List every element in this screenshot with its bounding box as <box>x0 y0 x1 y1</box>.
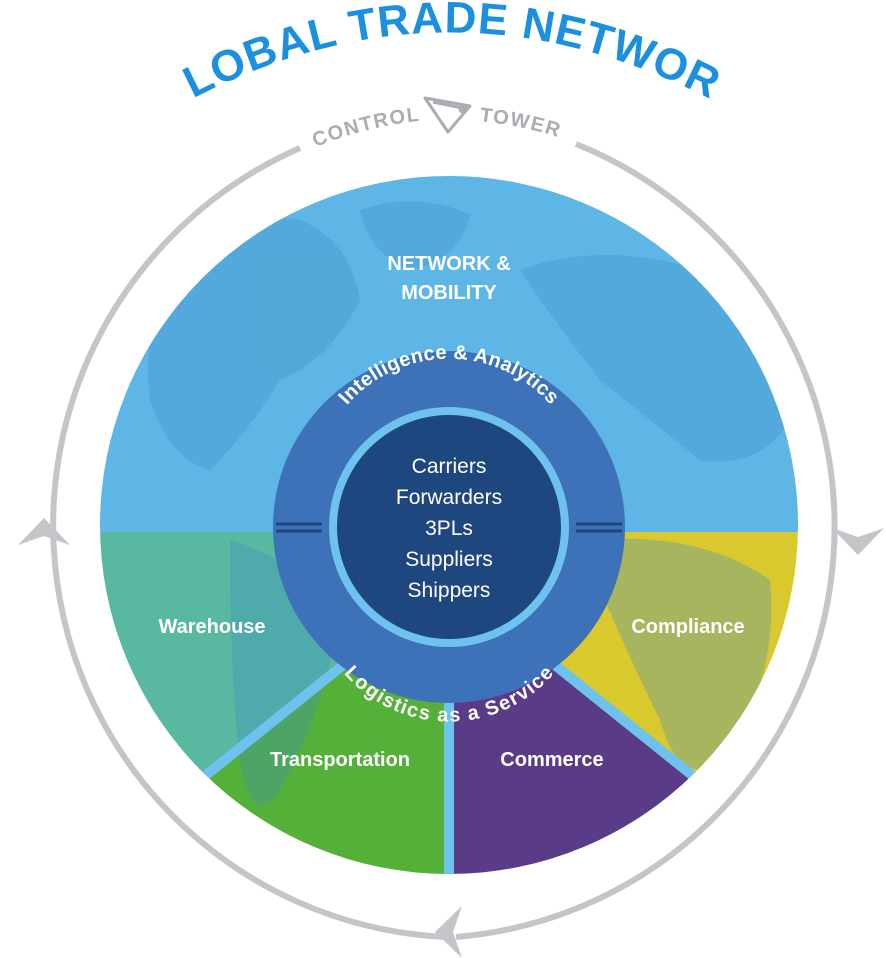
orbit-arrow-left-icon <box>18 518 70 545</box>
control-tower-right-word: TOWER <box>479 104 564 142</box>
center-hub <box>337 415 561 639</box>
center-item-carriers: Carriers <box>412 455 487 478</box>
orbit-ring <box>50 141 838 940</box>
warehouse-label: Warehouse <box>158 616 265 638</box>
commerce-label: Commerce <box>500 749 603 771</box>
center-item-3pls: 3PLs <box>425 517 473 540</box>
diagram-title: GLOBAL TRADE NETWORK <box>0 0 728 108</box>
center-item-suppliers: Suppliers <box>405 548 493 571</box>
world-map-overlay <box>148 201 790 805</box>
compliance-label: Compliance <box>631 616 744 638</box>
orbit-arrow-bottom-icon <box>435 906 462 958</box>
control-tower-left-word: CONTROL <box>309 104 421 152</box>
network-mobility-label-line1: NETWORK & <box>387 253 510 275</box>
control-tower-logo-icon <box>423 96 472 134</box>
network-mobility-label-line2: MOBILITY <box>401 282 497 304</box>
orbit-arrow-right-icon <box>832 528 884 555</box>
ring-connectors <box>276 522 622 533</box>
transportation-label: Transportation <box>270 749 410 771</box>
center-item-shippers: Shippers <box>408 579 491 602</box>
center-item-forwarders: Forwarders <box>396 486 502 509</box>
